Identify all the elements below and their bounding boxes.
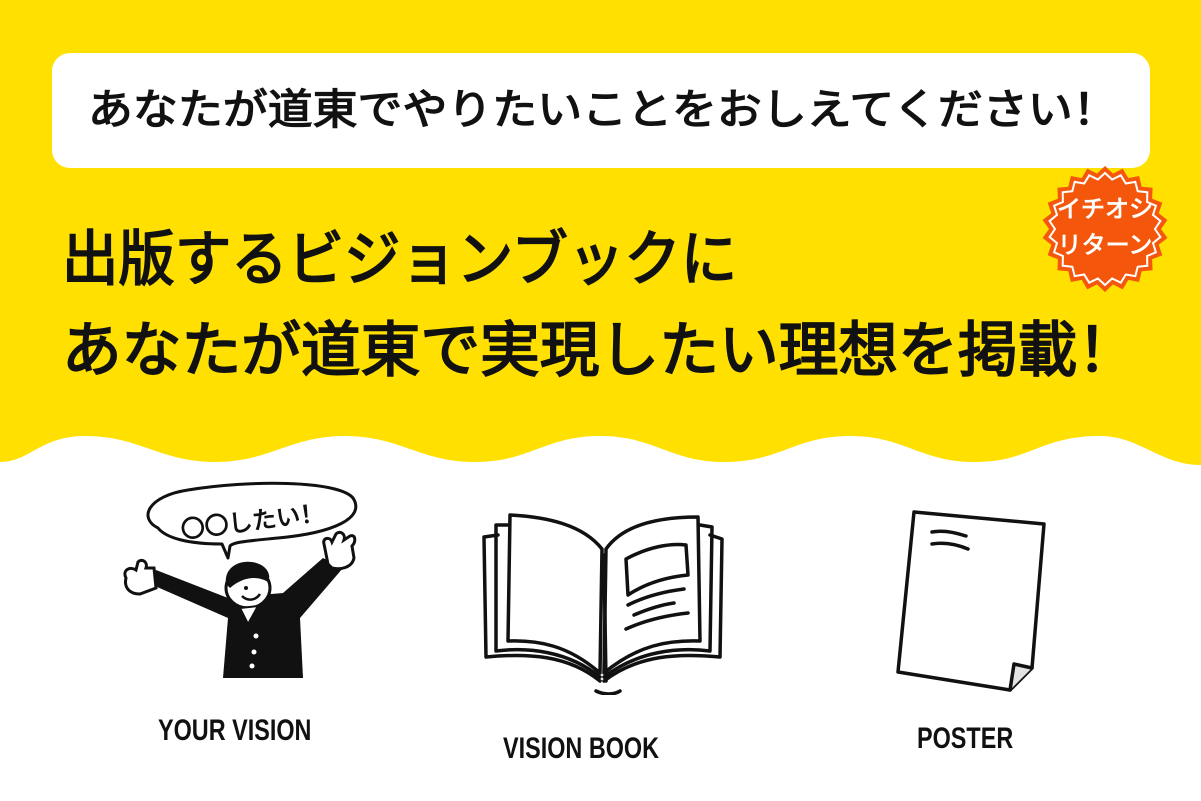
badge-line-2: リターン (1057, 231, 1153, 259)
paper-sheet-icon (896, 510, 1046, 692)
headline-line-1: 出版するビジョンブックに (62, 225, 738, 295)
headline-line-2: あなたが道東で実現したい理想を掲載！ (62, 316, 1137, 386)
your-vision-illustration: 〇〇したい！ (118, 478, 368, 688)
poster-label: POSTER (917, 722, 1014, 755)
hero-banner: あなたが道東でやりたいことをおしえてください！ 出版するビジョンブックに あなた… (0, 0, 1201, 465)
open-book-icon (482, 513, 724, 696)
badge-text: イチオシ リターン (1041, 191, 1169, 263)
vision-book-label: VISION BOOK (503, 732, 660, 765)
question-box (52, 53, 1150, 168)
starburst-badge-icon (1042, 166, 1168, 292)
your-vision-label: YOUR VISION (158, 714, 312, 747)
person-cheering-icon: 〇〇したい！ (123, 481, 358, 678)
speech-text: 〇〇したい！ (179, 499, 325, 544)
recommended-return-badge: イチオシ リターン (1041, 165, 1169, 293)
poster-illustration (892, 500, 1052, 695)
question-text: あなたが道東でやりたいことをおしえてください！ (88, 85, 1118, 134)
vision-book-illustration (478, 505, 728, 696)
badge-line-1: イチオシ (1057, 195, 1153, 223)
